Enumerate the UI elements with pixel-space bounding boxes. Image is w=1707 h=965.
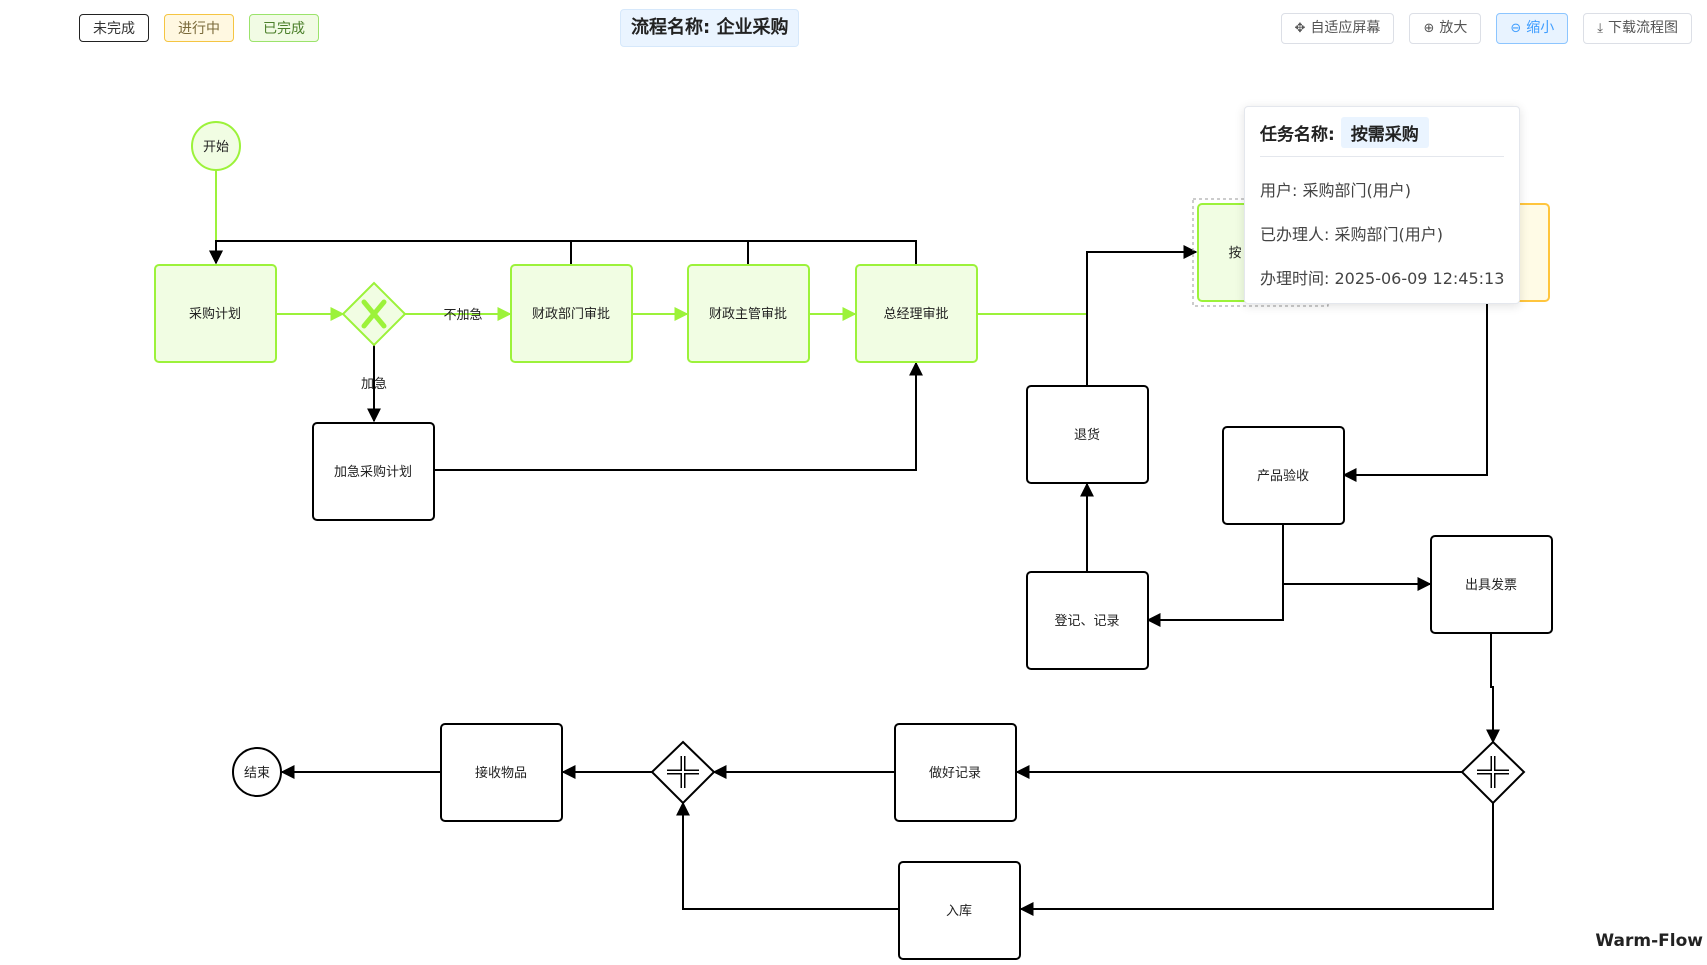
edge-reject-bus: [216, 241, 916, 265]
task-product-acceptance[interactable]: 产品验收: [1223, 427, 1344, 524]
tooltip-header: 任务名称: 按需采购: [1260, 117, 1504, 157]
edge-return-to-ondemand: [1087, 252, 1196, 385]
task-finance-dept-approval[interactable]: 财政部门审批: [511, 265, 632, 362]
tooltip-user: 用户: 采购部门(用户): [1260, 177, 1504, 201]
edge-invoice-to-gateway: [1491, 632, 1493, 742]
end-label: 结束: [244, 766, 270, 781]
start-event[interactable]: 开始: [192, 122, 240, 170]
edge-label-not-urgent: 不加急: [443, 308, 482, 323]
task-warehousing[interactable]: 入库: [899, 862, 1020, 959]
task-product-acceptance-label: 产品验收: [1257, 468, 1309, 484]
task-on-demand-label: 按: [1228, 246, 1241, 261]
task-receive-goods[interactable]: 接收物品: [441, 724, 562, 821]
task-finance-supervisor-approval[interactable]: 财政主管审批: [688, 265, 809, 362]
task-tooltip: 任务名称: 按需采购 用户: 采购部门(用户) 已办理人: 采购部门(用户) 办…: [1244, 106, 1520, 304]
task-return-goods-label: 退货: [1074, 427, 1100, 443]
parallel-gateway-fork[interactable]: [1462, 742, 1524, 803]
task-gm-approval-label: 总经理审批: [883, 307, 948, 322]
task-purchase-plan-label: 采购计划: [189, 306, 241, 322]
task-register-record[interactable]: 登记、记录: [1027, 572, 1148, 669]
task-urgent-purchase-label: 加急采购计划: [334, 464, 412, 480]
pending-edges: [216, 241, 1493, 909]
brand-watermark: Warm-Flow: [1595, 931, 1703, 951]
edge-gateway-to-warehousing: [1021, 803, 1493, 909]
task-warehousing-label: 入库: [946, 903, 972, 919]
tooltip-handler: 已办理人: 采购部门(用户): [1260, 221, 1504, 245]
edge-ondemand-to-acceptance: [1344, 300, 1487, 475]
edge-acceptance-to-register: [1148, 524, 1283, 620]
task-finance-supervisor-label: 财政主管审批: [709, 307, 787, 322]
edge-warehousing-to-join: [683, 803, 899, 909]
parallel-gateway-join[interactable]: [652, 742, 714, 803]
task-return-goods[interactable]: 退货: [1027, 386, 1148, 483]
task-make-record-label: 做好记录: [929, 766, 981, 781]
task-purchase-plan[interactable]: 采购计划: [155, 265, 276, 362]
end-event[interactable]: 结束: [233, 748, 281, 796]
tooltip-task-label: 任务名称:: [1260, 120, 1335, 145]
task-make-record[interactable]: 做好记录: [895, 724, 1016, 821]
task-receive-goods-label: 接收物品: [475, 765, 527, 781]
exclusive-gateway[interactable]: [343, 283, 405, 345]
task-issue-invoice[interactable]: 出具发票: [1431, 536, 1552, 633]
task-finance-dept-label: 财政部门审批: [532, 307, 610, 322]
task-urgent-purchase-plan[interactable]: 加急采购计划: [313, 423, 434, 520]
start-label: 开始: [203, 140, 229, 155]
task-issue-invoice-label: 出具发票: [1465, 577, 1517, 593]
task-register-record-label: 登记、记录: [1054, 614, 1119, 629]
edge-label-urgent: 加急: [361, 377, 387, 392]
edge-urgent-to-gm: [434, 363, 916, 470]
task-gm-approval[interactable]: 总经理审批: [856, 265, 977, 362]
tooltip-task-name: 按需采购: [1341, 117, 1429, 148]
tooltip-time: 办理时间: 2025-06-09 12:45:13: [1260, 265, 1504, 289]
